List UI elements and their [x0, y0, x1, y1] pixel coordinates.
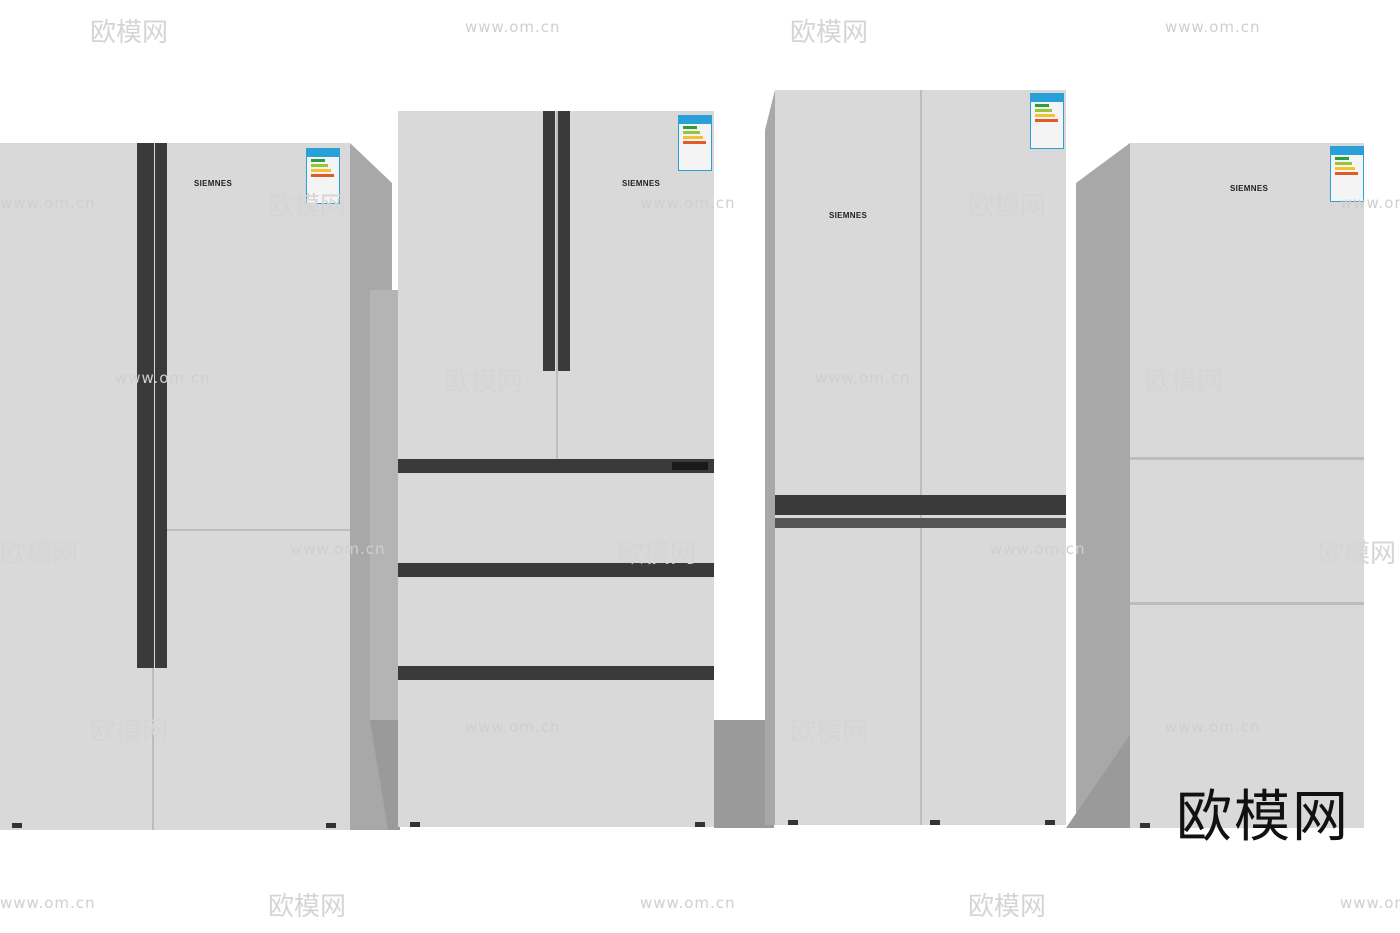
corner-logo: 欧模网: [1176, 785, 1350, 850]
fridge-3-foot: [788, 820, 798, 825]
watermark-logo: 欧模网: [268, 892, 347, 922]
watermark-logo: 欧模网: [1145, 367, 1224, 397]
watermark-logo: 欧模网: [1318, 539, 1397, 569]
fridge-1-front: [0, 143, 350, 830]
watermark-domain: www.om.cn: [640, 194, 736, 212]
watermark-domain: www.om.cn: [465, 18, 561, 36]
watermark-domain: www.om.cn: [465, 718, 561, 736]
watermark-domain: www.om.cn: [290, 540, 386, 558]
watermark-logo: 欧模网: [268, 192, 347, 222]
fridge-2-display-panel: [672, 462, 708, 470]
fridge-2-drawer-handle: [398, 666, 714, 680]
fridge-2-foot: [410, 822, 420, 827]
fridge-3-foot: [930, 820, 940, 825]
fridge-3-foot: [1045, 820, 1055, 825]
fridge-2-door-seam: [556, 111, 558, 459]
fridge-4-door-split: [1130, 602, 1364, 605]
fridge-1-foot: [12, 823, 22, 828]
fridge-2-drawer-handle: [398, 563, 714, 577]
fridge-2-foot: [695, 822, 705, 827]
watermark-domain: www.om.cn: [640, 894, 736, 912]
fridge-1-handle-left: [137, 143, 154, 668]
watermark-domain: www.om.cn: [115, 369, 211, 387]
watermark-logo: 欧模网: [790, 717, 869, 747]
fridge-1-handle-right: [155, 143, 167, 668]
floor-shadow: [714, 720, 774, 828]
watermark-domain: www.om.cn: [1340, 194, 1400, 212]
watermark-logo: 欧模网: [0, 539, 79, 569]
fridge-3-side: [765, 90, 775, 825]
fridge-1-door-split: [160, 529, 350, 531]
watermark-logo: 欧模网: [445, 367, 524, 397]
watermark-logo: 欧模网: [90, 717, 169, 747]
watermark-domain: www.om.cn: [0, 894, 96, 912]
watermark-domain: www.om.cn: [1165, 18, 1261, 36]
fridge-4-foot: [1140, 823, 1150, 828]
watermark-logo: 欧模网: [968, 892, 1047, 922]
fridge-1-energy-label: [306, 148, 340, 204]
watermark-domain: www.om.cn: [1340, 894, 1400, 912]
watermark-domain: www.om.cn: [1165, 718, 1261, 736]
fridge-3-middle-handle: [775, 518, 1066, 528]
fridge-4-door-split: [1130, 457, 1364, 460]
fridge-2-handle-left: [543, 111, 555, 371]
watermark-logo: 欧模网: [968, 192, 1047, 222]
side-shadow: [370, 290, 398, 720]
fridge-2-energy-label: [678, 115, 712, 171]
fridge-2-brand: SIEMNES: [622, 179, 661, 188]
watermark-logo: 欧模网: [618, 539, 697, 569]
fridge-3-door-seam: [920, 90, 922, 825]
watermark-logo: 欧模网: [90, 18, 169, 48]
fridge-4-side: [1076, 143, 1130, 828]
fridge-1-foot: [326, 823, 336, 828]
watermark-domain: www.om.cn: [0, 194, 96, 212]
fridge-3-energy-label: [1030, 93, 1064, 149]
fridge-2-drawer-handle: [398, 459, 714, 473]
fridge-2-handle-right: [558, 111, 570, 371]
fridge-4-front: [1130, 143, 1364, 828]
fridge-4-energy-label: [1330, 146, 1364, 202]
fridge-4-brand: SIEMNES: [1230, 184, 1269, 193]
watermark-domain: www.om.cn: [815, 369, 911, 387]
fridge-1-brand: SIEMNES: [194, 179, 233, 188]
watermark-logo: 欧模网: [790, 18, 869, 48]
fridge-3-middle-handle: [775, 495, 1066, 515]
fridge-3-brand: SIEMNES: [829, 211, 868, 220]
watermark-domain: www.om.cn: [990, 540, 1086, 558]
